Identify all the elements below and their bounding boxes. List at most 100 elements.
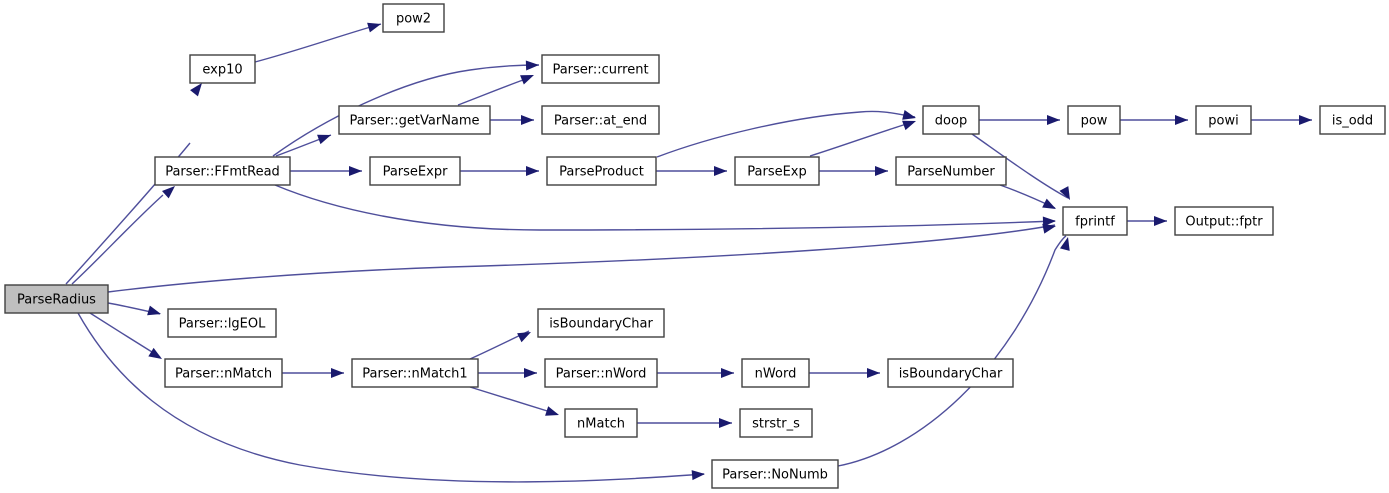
node-box-at_end[interactable]: [541, 105, 660, 135]
edge-doop-to-fprintf: [971, 133, 1069, 199]
node-doop[interactable]: doop: [922, 105, 980, 135]
node-ParseNumber[interactable]: ParseNumber: [895, 156, 1007, 186]
node-ParseExpr[interactable]: ParseExpr: [369, 156, 461, 186]
node-box-NoNumb[interactable]: [711, 459, 839, 489]
node-box-pow2[interactable]: [382, 3, 445, 33]
node-box-ParseProduct[interactable]: [546, 156, 657, 186]
arrowhead-FFmtRead-to-current: [525, 60, 539, 71]
node-nMatchP[interactable]: Parser::nMatch: [164, 358, 283, 388]
edges-layer: [65, 23, 1312, 483]
node-nWordP[interactable]: Parser::nWord: [544, 358, 658, 388]
node-powi[interactable]: powi: [1195, 105, 1252, 135]
edge-ParseRadius-to-fprintf: [107, 224, 1056, 293]
arrowhead-ParseExp-to-ParseNumber: [875, 166, 888, 176]
node-box-exp10[interactable]: [189, 54, 256, 84]
node-box-isBoundaryChar1[interactable]: [537, 308, 665, 338]
node-box-nWord[interactable]: [741, 358, 810, 388]
node-box-current[interactable]: [541, 54, 660, 84]
node-nMatch1[interactable]: Parser::nMatch1: [351, 358, 479, 388]
arrowhead-ParseProduct-to-ParseExp: [714, 166, 727, 176]
node-NoNumb[interactable]: Parser::NoNumb: [711, 459, 839, 489]
node-lgEOL[interactable]: Parser::lgEOL: [167, 308, 277, 338]
arrowhead-ParseExpr-to-ParseProduct: [526, 166, 539, 176]
edge-nMatch1-to-nMatch: [469, 386, 558, 415]
arrowhead-exp10-to-pow2: [367, 22, 381, 33]
node-box-nWordP[interactable]: [544, 358, 658, 388]
node-box-powi[interactable]: [1195, 105, 1252, 135]
node-box-ParseExpr[interactable]: [369, 156, 461, 186]
node-pow2[interactable]: pow2: [382, 3, 445, 33]
node-isBoundaryChar1[interactable]: isBoundaryChar: [537, 308, 665, 338]
arrowhead-powi-to-is_odd: [1299, 115, 1312, 125]
arrowhead-ParseRadius-to-FFmtRead: [161, 186, 175, 199]
node-Output_fptr[interactable]: Output::fptr: [1174, 206, 1274, 236]
arrowhead-getVarName-to-at_end: [521, 115, 534, 125]
arrowhead-nMatch1-to-nMatch: [545, 406, 559, 416]
arrowhead-FFmtRead-to-ParseExpr: [349, 166, 362, 176]
node-box-strstr_s[interactable]: [739, 408, 813, 438]
edge-FFmtRead-to-current: [272, 64, 540, 157]
node-box-doop[interactable]: [922, 105, 980, 135]
arrowhead-nMatch1-to-isBoundaryChar1: [517, 332, 531, 343]
node-box-nMatch[interactable]: [564, 408, 638, 438]
arrowhead-doop-to-pow: [1047, 115, 1060, 125]
arrowhead-nMatchP-to-nMatch1: [331, 368, 344, 378]
node-box-ParseRadius[interactable]: [4, 284, 109, 314]
arrowhead-ParseRadius-to-NoNumb: [691, 470, 705, 481]
arrowhead-nWordP-to-nWord: [721, 368, 734, 378]
arrowhead-ParseExp-to-doop: [902, 120, 916, 131]
edge-getVarName-to-current: [457, 79, 524, 106]
node-exp10[interactable]: exp10: [189, 54, 256, 84]
node-nWord[interactable]: nWord: [741, 358, 810, 388]
arrowhead-ParseNumber-to-fprintf: [1042, 198, 1056, 209]
arrowheads-layer: [147, 22, 1312, 481]
arrowhead-ParseRadius-to-lgEOL: [147, 305, 161, 316]
arrowhead-NoNumb-to-fprintf: [1060, 237, 1070, 251]
arrowhead-getVarName-to-current: [520, 75, 534, 85]
edge-ParseRadius-to-NoNumb: [77, 312, 705, 483]
arrowhead-nMatch-to-strstr_s: [719, 418, 732, 428]
node-ParseRadius[interactable]: ParseRadius: [4, 284, 109, 314]
node-box-nMatch1[interactable]: [351, 358, 479, 388]
arrowhead-nWord-to-isBoundaryChar2: [867, 368, 880, 378]
nodes-layer: ParseRadiusexp10pow2Parser::FFmtReadPars…: [4, 3, 1386, 489]
edge-ParseProduct-to-doop: [656, 110, 916, 158]
node-pow[interactable]: pow: [1067, 105, 1121, 135]
node-box-fprintf[interactable]: [1062, 206, 1128, 236]
node-fprintf[interactable]: fprintf: [1062, 206, 1128, 236]
edge-FFmtRead-to-fprintf: [274, 184, 1056, 231]
node-isBoundaryChar2[interactable]: isBoundaryChar: [887, 358, 1014, 388]
edge-NoNumb-to-fprintf: [837, 235, 1067, 467]
node-box-Output_fptr[interactable]: [1174, 206, 1274, 236]
node-current[interactable]: Parser::current: [541, 54, 660, 84]
node-ParseProduct[interactable]: ParseProduct: [546, 156, 657, 186]
node-getVarName[interactable]: Parser::getVarName: [338, 105, 491, 135]
arrowhead-nMatch1-to-nWordP: [524, 368, 537, 378]
arrowhead-ParseRadius-to-fprintf: [1042, 223, 1056, 234]
node-at_end[interactable]: Parser::at_end: [541, 105, 660, 135]
arrowhead-doop-to-fprintf: [1059, 186, 1070, 200]
edge-exp10-to-pow2: [254, 23, 382, 63]
node-box-ParseNumber[interactable]: [895, 156, 1007, 186]
node-strstr_s[interactable]: strstr_s: [739, 408, 813, 438]
node-ParseExp[interactable]: ParseExp: [734, 156, 820, 186]
node-box-ParseExp[interactable]: [734, 156, 820, 186]
arrowhead-FFmtRead-to-fprintf: [1042, 216, 1056, 227]
node-is_odd[interactable]: is_odd: [1319, 105, 1386, 135]
edge-ParseExp-to-doop: [809, 121, 914, 157]
arrowhead-pow-to-powi: [1175, 115, 1188, 125]
node-box-isBoundaryChar2[interactable]: [887, 358, 1014, 388]
node-box-lgEOL[interactable]: [167, 308, 277, 338]
edge-ParseRadius-to-FFmtRead: [71, 194, 164, 285]
arrowhead-ParseRadius-to-exp10: [190, 83, 202, 97]
node-nMatch[interactable]: nMatch: [564, 408, 638, 438]
node-box-nMatchP[interactable]: [164, 358, 283, 388]
node-box-is_odd[interactable]: [1319, 105, 1386, 135]
node-box-getVarName[interactable]: [338, 105, 491, 135]
node-box-FFmtRead[interactable]: [154, 156, 291, 186]
node-box-pow[interactable]: [1067, 105, 1121, 135]
node-FFmtRead[interactable]: Parser::FFmtRead: [154, 156, 291, 186]
edge-ParseRadius-to-nMatchP: [89, 312, 161, 358]
